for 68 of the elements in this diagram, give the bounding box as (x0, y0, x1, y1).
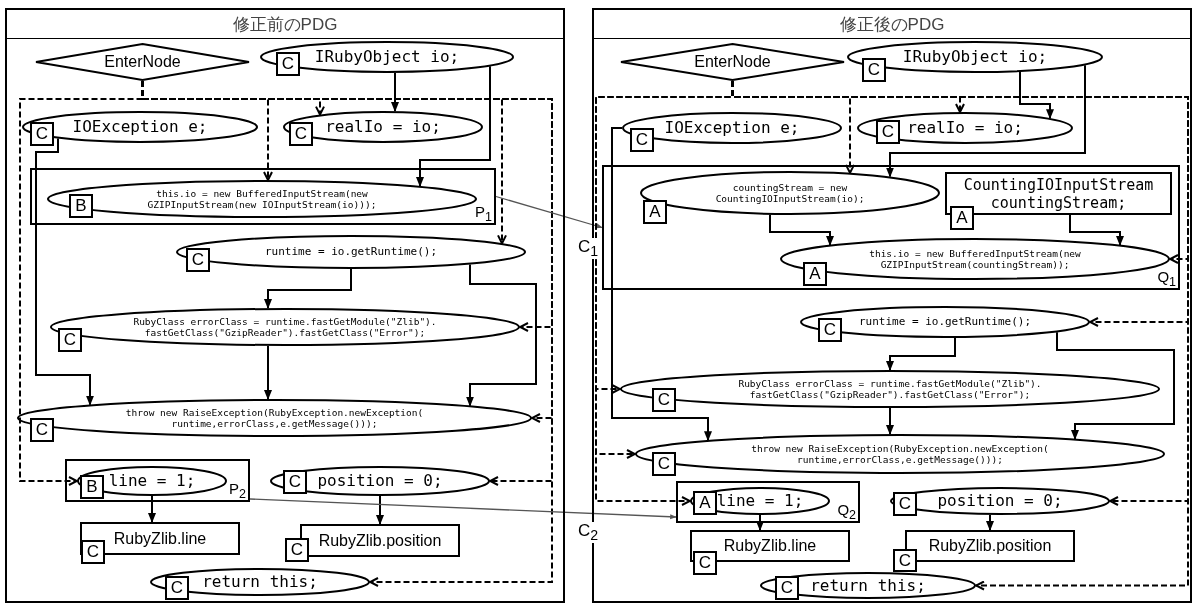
tag-box: B (69, 194, 93, 218)
tag-box: C (775, 576, 799, 600)
arrow (249, 498, 677, 520)
arrow (1056, 331, 1175, 440)
arrow (495, 195, 603, 229)
tag-box: C (652, 452, 676, 476)
tag-box: C (30, 122, 54, 146)
edge-label: C$_{1}$ (578, 238, 599, 259)
arrow (886, 336, 956, 371)
arrow (148, 495, 156, 523)
entry-diamond: EnterNode (35, 43, 250, 81)
panel-title: 修正後のPDG (594, 10, 1190, 39)
statement-ellipse: C realIo = io; (857, 112, 1073, 144)
arrow (1019, 71, 1054, 120)
arrow (264, 344, 272, 400)
tag-box: C (276, 52, 300, 76)
arrow (35, 137, 94, 406)
tag-box: C (893, 492, 917, 516)
entry-diamond: EnterNode (620, 43, 845, 81)
tag-box: C (285, 538, 309, 562)
tag-box: C (289, 122, 313, 146)
arrow (416, 65, 491, 188)
arrow (769, 213, 834, 246)
statement-ellipse: C return this; (760, 572, 976, 599)
statement-ellipse: C position = 0; (270, 466, 490, 496)
tag-box: C (58, 328, 82, 352)
tag-box: C (186, 248, 210, 272)
arrow (886, 64, 1086, 178)
group-frame (65, 459, 250, 502)
arrow (1069, 214, 1124, 246)
tag-box: A (803, 262, 827, 286)
tag-box: C (893, 549, 917, 572)
arrow (611, 127, 712, 442)
arrow (391, 71, 399, 113)
arrow (264, 268, 352, 310)
group-label: Q$_{2}$ (837, 501, 856, 521)
arrow (886, 407, 894, 435)
tag-box: C (862, 58, 886, 82)
panel-frame (5, 8, 565, 603)
tag-box: C (693, 551, 717, 575)
arrow (986, 513, 994, 531)
tag-box: A (693, 491, 717, 515)
group-frame (676, 481, 860, 523)
dashed-arrow (731, 80, 1189, 591)
tag-box: A (950, 206, 974, 230)
edge-label: C$_{2}$ (578, 522, 599, 543)
statement-ellipse: C position = 0; (890, 487, 1110, 515)
group-label: P$_{2}$ (229, 480, 246, 500)
statement-ellipse: B this.io = new BufferedInputStream(new GZIPInputStream(new IOInputStream(io))); (47, 180, 477, 218)
tag-box: C (81, 540, 105, 564)
tag-box: A (643, 200, 667, 224)
tag-box: C (630, 128, 654, 152)
group-frame (602, 165, 1180, 290)
tag-box: C (30, 418, 54, 442)
tag-box: C (652, 388, 676, 412)
statement-ellipse: A line = 1; (690, 487, 830, 515)
panel-title: 修正前のPDG (7, 10, 563, 39)
group-label: P$_{1}$ (475, 203, 492, 223)
tag-box: C (165, 576, 189, 600)
group-frame (30, 168, 496, 225)
tag-box: C (283, 470, 307, 494)
arrow (376, 495, 384, 525)
arrow (466, 263, 537, 407)
dashed-arrow (141, 80, 553, 587)
tag-box: C (876, 120, 900, 144)
tag-box: B (80, 475, 104, 499)
arrow (756, 514, 764, 531)
tag-box: C (818, 318, 842, 342)
